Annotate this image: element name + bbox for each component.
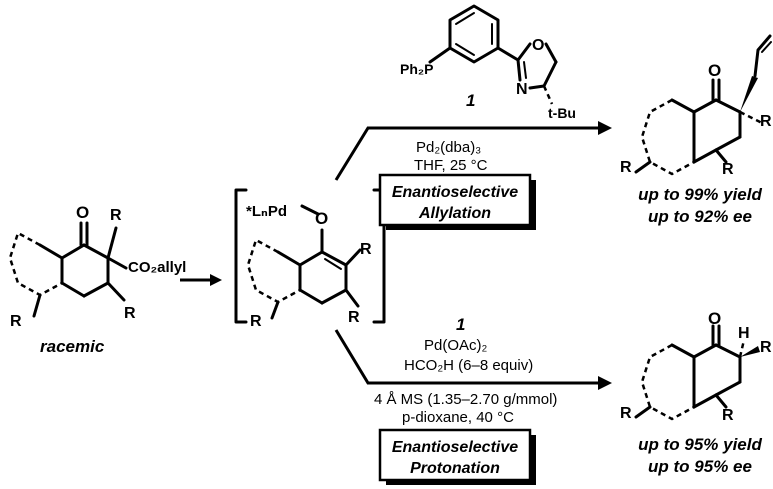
- start-ester-label: CO₂allyl: [128, 259, 186, 276]
- start-r-ring-right: R: [124, 305, 136, 322]
- protonation-box-line1: Enantioselective: [392, 439, 518, 456]
- protonation-product-h: H: [738, 325, 750, 342]
- intermediate-enolate-o: O: [315, 209, 328, 228]
- protonation-product-r-left: R: [620, 405, 632, 422]
- allylation-box-line2: Allylation: [418, 205, 491, 222]
- intermediate-r-vinyl: R: [360, 241, 372, 258]
- intermediate-pd-label: *LₙPd: [246, 203, 287, 220]
- start-racemic-label: racemic: [40, 337, 105, 356]
- allylation-product-r-left: R: [620, 159, 632, 176]
- allylation-box: [378, 173, 536, 230]
- ligand-phosphine-label: Ph₂P: [400, 61, 433, 77]
- protonation-sieves: 4 Å MS (1.35–2.70 g/mmol): [374, 391, 557, 408]
- intermediate-r-ring-right: R: [348, 309, 360, 326]
- allylation-reagent: Pd₂(dba)₃: [416, 139, 481, 156]
- protonation-product-r-right: R: [722, 407, 734, 424]
- allylation-ee: up to 92% ee: [648, 207, 752, 226]
- protonation-ee: up to 95% ee: [648, 457, 752, 476]
- protonation-acid: HCO₂H (6–8 equiv): [404, 357, 533, 374]
- ligand-o-atom: O: [532, 37, 544, 54]
- protonation-box: [378, 428, 536, 485]
- ligand-number: 1: [466, 91, 475, 110]
- protonation-product-o: O: [708, 309, 721, 328]
- protonation-solvent: p-dioxane, 40 °C: [402, 409, 514, 426]
- allylation-product-r-quat: R: [760, 113, 772, 130]
- intermediate-r-ring-left: R: [250, 313, 262, 330]
- allylation-box-line1: Enantioselective: [392, 184, 518, 201]
- protonation-ligand-ref: 1: [456, 315, 465, 334]
- start-r-ring-left: R: [10, 313, 22, 330]
- starting-ketoester-structure: [8, 221, 128, 318]
- arrow-protonation: [334, 329, 612, 390]
- allylation-product-o: O: [708, 61, 721, 80]
- arrow-to-intermediate: [180, 274, 222, 286]
- allylation-product-r-right: R: [722, 161, 734, 178]
- protonation-product-structure: [634, 324, 760, 421]
- protonation-reagent: Pd(OAc)₂: [424, 337, 488, 354]
- ligand-1-structure: [428, 4, 558, 105]
- ligand-n-atom: N: [516, 81, 528, 98]
- start-r-quat: R: [110, 207, 122, 224]
- allylation-product-structure: [634, 34, 772, 176]
- ligand-tbu-label: t-Bu: [548, 105, 576, 121]
- protonation-yield: up to 95% yield: [638, 435, 762, 454]
- arrow-allylation: [334, 121, 612, 181]
- protonation-box-line2: Protonation: [410, 460, 500, 477]
- start-carbonyl-o: O: [76, 203, 89, 222]
- allylation-conditions: THF, 25 °C: [414, 157, 488, 174]
- protonation-product-r: R: [760, 339, 772, 356]
- allylation-yield: up to 99% yield: [638, 185, 762, 204]
